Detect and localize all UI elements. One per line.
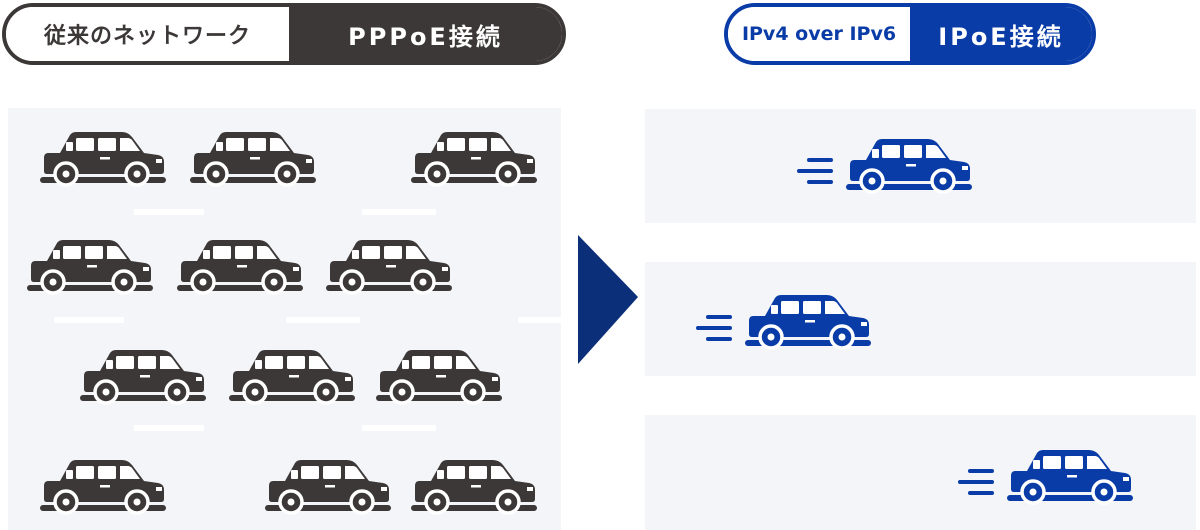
ipv4-over-ipv6-label: IPv4 over IPv6 [728,7,910,61]
car-icon [25,238,155,295]
lane-divider [134,209,204,215]
lane-divider [134,425,204,431]
lane-divider [362,425,436,431]
car-icon [374,348,504,405]
car-icon [78,348,208,405]
speed-lines-icon [958,469,994,495]
ipoe-header: IPv4 over IPv6 IPoE接続 [724,3,1096,65]
traditional-network-label: 従来のネットワーク [6,7,289,61]
car-icon [175,238,305,295]
car-icon [38,458,168,515]
ipoe-badge: IPoE接続 [910,7,1092,61]
ipoe-lane-2 [645,262,1196,376]
lane-divider [54,317,124,323]
car-icon [409,130,539,187]
car-icon [324,238,454,295]
car-icon [263,458,393,515]
pppoe-header: 従来のネットワーク PPPoE接続 [2,3,566,65]
lane-divider [286,317,360,323]
lane-divider [362,209,436,215]
lane-divider [518,317,561,323]
car-icon [1005,448,1135,505]
car-icon [409,458,539,515]
speed-lines-icon [696,315,732,341]
speed-lines-icon [797,158,833,184]
arrow-right-icon [578,235,638,364]
car-icon [188,130,318,187]
pppoe-badge: PPPoE接続 [289,7,562,61]
car-icon [227,348,357,405]
car-icon [844,137,974,194]
car-icon [743,293,873,350]
car-icon [38,130,168,187]
